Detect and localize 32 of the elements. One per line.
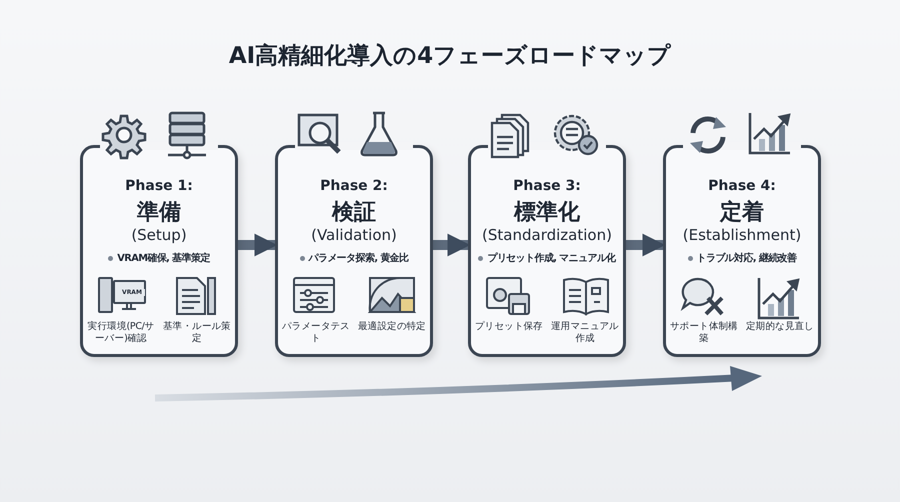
phase-number: Phase 3: xyxy=(512,178,582,194)
arrow xyxy=(433,234,470,256)
phase-card xyxy=(80,145,238,357)
item-caption: プリセット保存 xyxy=(474,321,544,334)
item-caption: 最適設定の特定 xyxy=(357,321,427,334)
phase-card xyxy=(663,145,821,357)
item-caption: サポート体制構築 xyxy=(669,321,739,346)
phase-name: 標準化 xyxy=(512,199,581,227)
phase-name: 検証 xyxy=(330,199,377,227)
summary-text: VRAM確保, 基準策定 xyxy=(117,253,210,264)
summary-text: プリセット作成, マニュアル化 xyxy=(487,253,616,264)
summary-text: トラブル対応, 継続改善 xyxy=(696,253,796,264)
item-caption: 運用マニュアル作成 xyxy=(550,321,620,346)
item-caption: 基準・ルール策定 xyxy=(162,321,232,346)
phase-name: 定着 xyxy=(718,198,765,227)
phase-english: (Standardization) xyxy=(481,226,613,244)
item-caption: パラメータテスト xyxy=(281,321,351,346)
summary-text: パラメータ探索, 黄金比 xyxy=(308,253,408,264)
phase-name: 準備 xyxy=(136,199,182,227)
phase-number: Phase 1: xyxy=(124,178,194,194)
diagram-title: AI高精細化導入の4フェーズロードマップ xyxy=(228,42,672,71)
phase-card xyxy=(468,145,626,357)
phase-number: Phase 2: xyxy=(319,178,389,194)
phase-english: (Setup) xyxy=(130,226,188,244)
phase-number: Phase 4: xyxy=(707,178,777,194)
arrow xyxy=(238,234,278,256)
phase-english: (Establishment) xyxy=(682,226,802,244)
arrow xyxy=(626,234,666,256)
item-caption: 実行環境(PC/サーバー)確認 xyxy=(86,321,156,346)
phase-english: (Validation) xyxy=(310,226,398,244)
item-caption: 定期的な見直し xyxy=(745,321,815,334)
phase-card xyxy=(275,145,433,357)
